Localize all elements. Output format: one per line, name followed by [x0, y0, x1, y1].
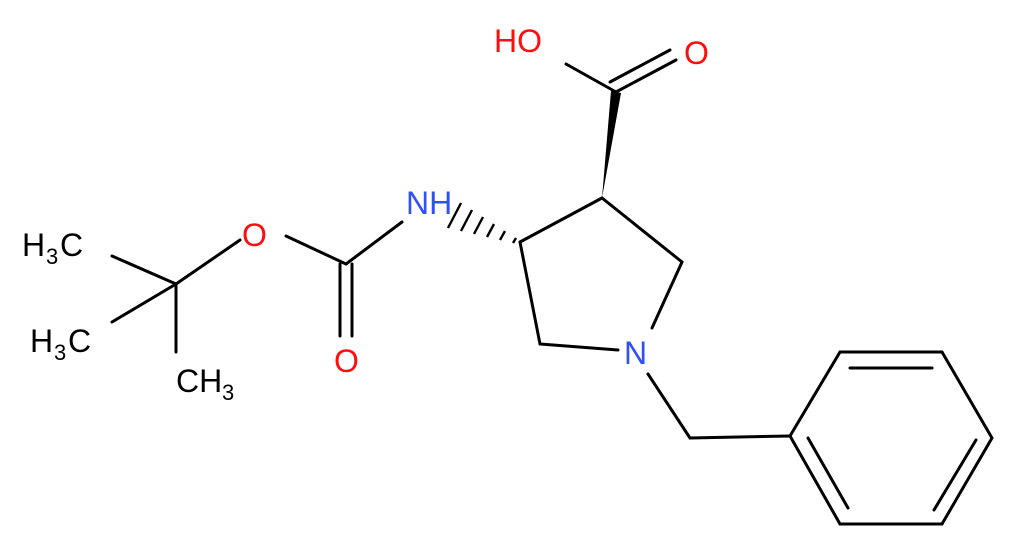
bond-ch2-ph — [688, 434, 792, 440]
hydroxyl-label: HO — [494, 23, 542, 59]
bond-ph-4 — [940, 436, 994, 526]
carbonyl-oxygen-acid-label: O — [684, 35, 709, 71]
bond-c-o-double-a — [614, 58, 678, 94]
bond-c4-c3 — [518, 196, 604, 244]
methyl-bottom-sub: 3 — [222, 380, 234, 405]
bond-n1-ch2 — [646, 372, 692, 440]
bond-cq-me-top — [110, 254, 178, 286]
bond-ph-inner-2 — [932, 438, 978, 512]
methyl-top-c: C — [60, 227, 83, 263]
bond-nh-c — [344, 220, 404, 266]
carbonyl-oxygen-boc-label: O — [334, 343, 359, 379]
bond-ph-1 — [788, 350, 842, 438]
methyl-mid-sub: 3 — [54, 340, 66, 365]
methyl-top-sub: 3 — [46, 244, 58, 269]
ring-nitrogen-label: N — [624, 335, 647, 371]
wedge-bond-c3-cooh — [602, 91, 621, 198]
bond-o-cq — [174, 238, 242, 286]
methyl-mid-c: C — [68, 323, 91, 359]
bond-c2-n1 — [650, 260, 684, 330]
bond-c-o-ester — [284, 234, 348, 266]
bonds — [110, 48, 994, 526]
bond-cq-me-mid — [110, 282, 178, 324]
bond-ph-3 — [940, 350, 994, 440]
bond-c-oh — [564, 62, 618, 94]
bond-n1-c5 — [538, 342, 620, 352]
atom-labels: HO O NH O O N H 3 C H 3 C CH 3 — [22, 23, 709, 405]
bond-ph-inner-3 — [806, 436, 850, 510]
bond-c-o-double-b — [608, 48, 672, 84]
bond-c5-c4 — [518, 240, 542, 346]
methyl-mid-h: H — [30, 323, 53, 359]
bond-c3-c2 — [600, 196, 684, 264]
hash-bond-c4-nh — [446, 202, 518, 244]
amine-label: NH — [406, 185, 452, 221]
bond-ph-6 — [788, 434, 842, 526]
ester-oxygen-label: O — [242, 217, 267, 253]
methyl-top-h: H — [22, 227, 45, 263]
methyl-bottom-ch: CH — [176, 363, 222, 399]
